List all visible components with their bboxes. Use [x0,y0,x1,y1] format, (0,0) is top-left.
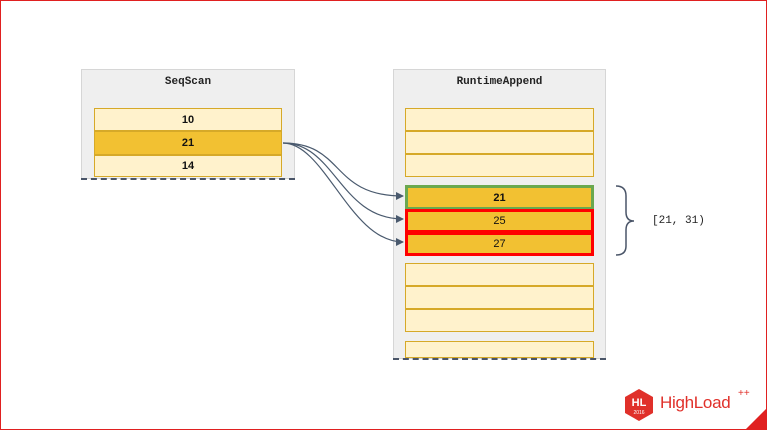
range-bracket [615,185,635,256]
empty-slot [405,341,594,358]
seqscan-row: 10 [94,108,282,131]
matched-row: 21 [405,185,594,210]
empty-slot [405,154,594,177]
range-label: [21, 31) [652,215,705,227]
seqscan-row: 14 [94,155,282,177]
arrow-to-25 [282,142,404,223]
logo-plus: ++ [738,388,750,399]
seqscan-row: 21 [94,131,282,155]
empty-slot [405,309,594,332]
empty-slot [405,108,594,131]
empty-slot [405,286,594,309]
arrow-to-21 [282,142,404,200]
out-of-range-row: 27 [405,232,594,256]
logo-hl-text: HL [632,397,647,409]
empty-slot [405,263,594,286]
runtime-append-dashed-edge [393,358,606,360]
arrow-to-27 [282,142,404,246]
logo-year-text: 2016 [633,410,644,416]
seqscan-dashed-edge [81,178,295,180]
seqscan-title: SeqScan [164,76,212,88]
logo-wordmark: HighLoad [660,393,731,412]
empty-slot [405,131,594,154]
runtime-append-title: RuntimeAppend [456,76,543,88]
highload-logo: HL 2016 HighLoad ++ [622,388,752,422]
slide-corner-accent [745,408,767,430]
highload-hex-icon: HL 2016 [625,389,653,421]
out-of-range-row: 25 [405,209,594,233]
